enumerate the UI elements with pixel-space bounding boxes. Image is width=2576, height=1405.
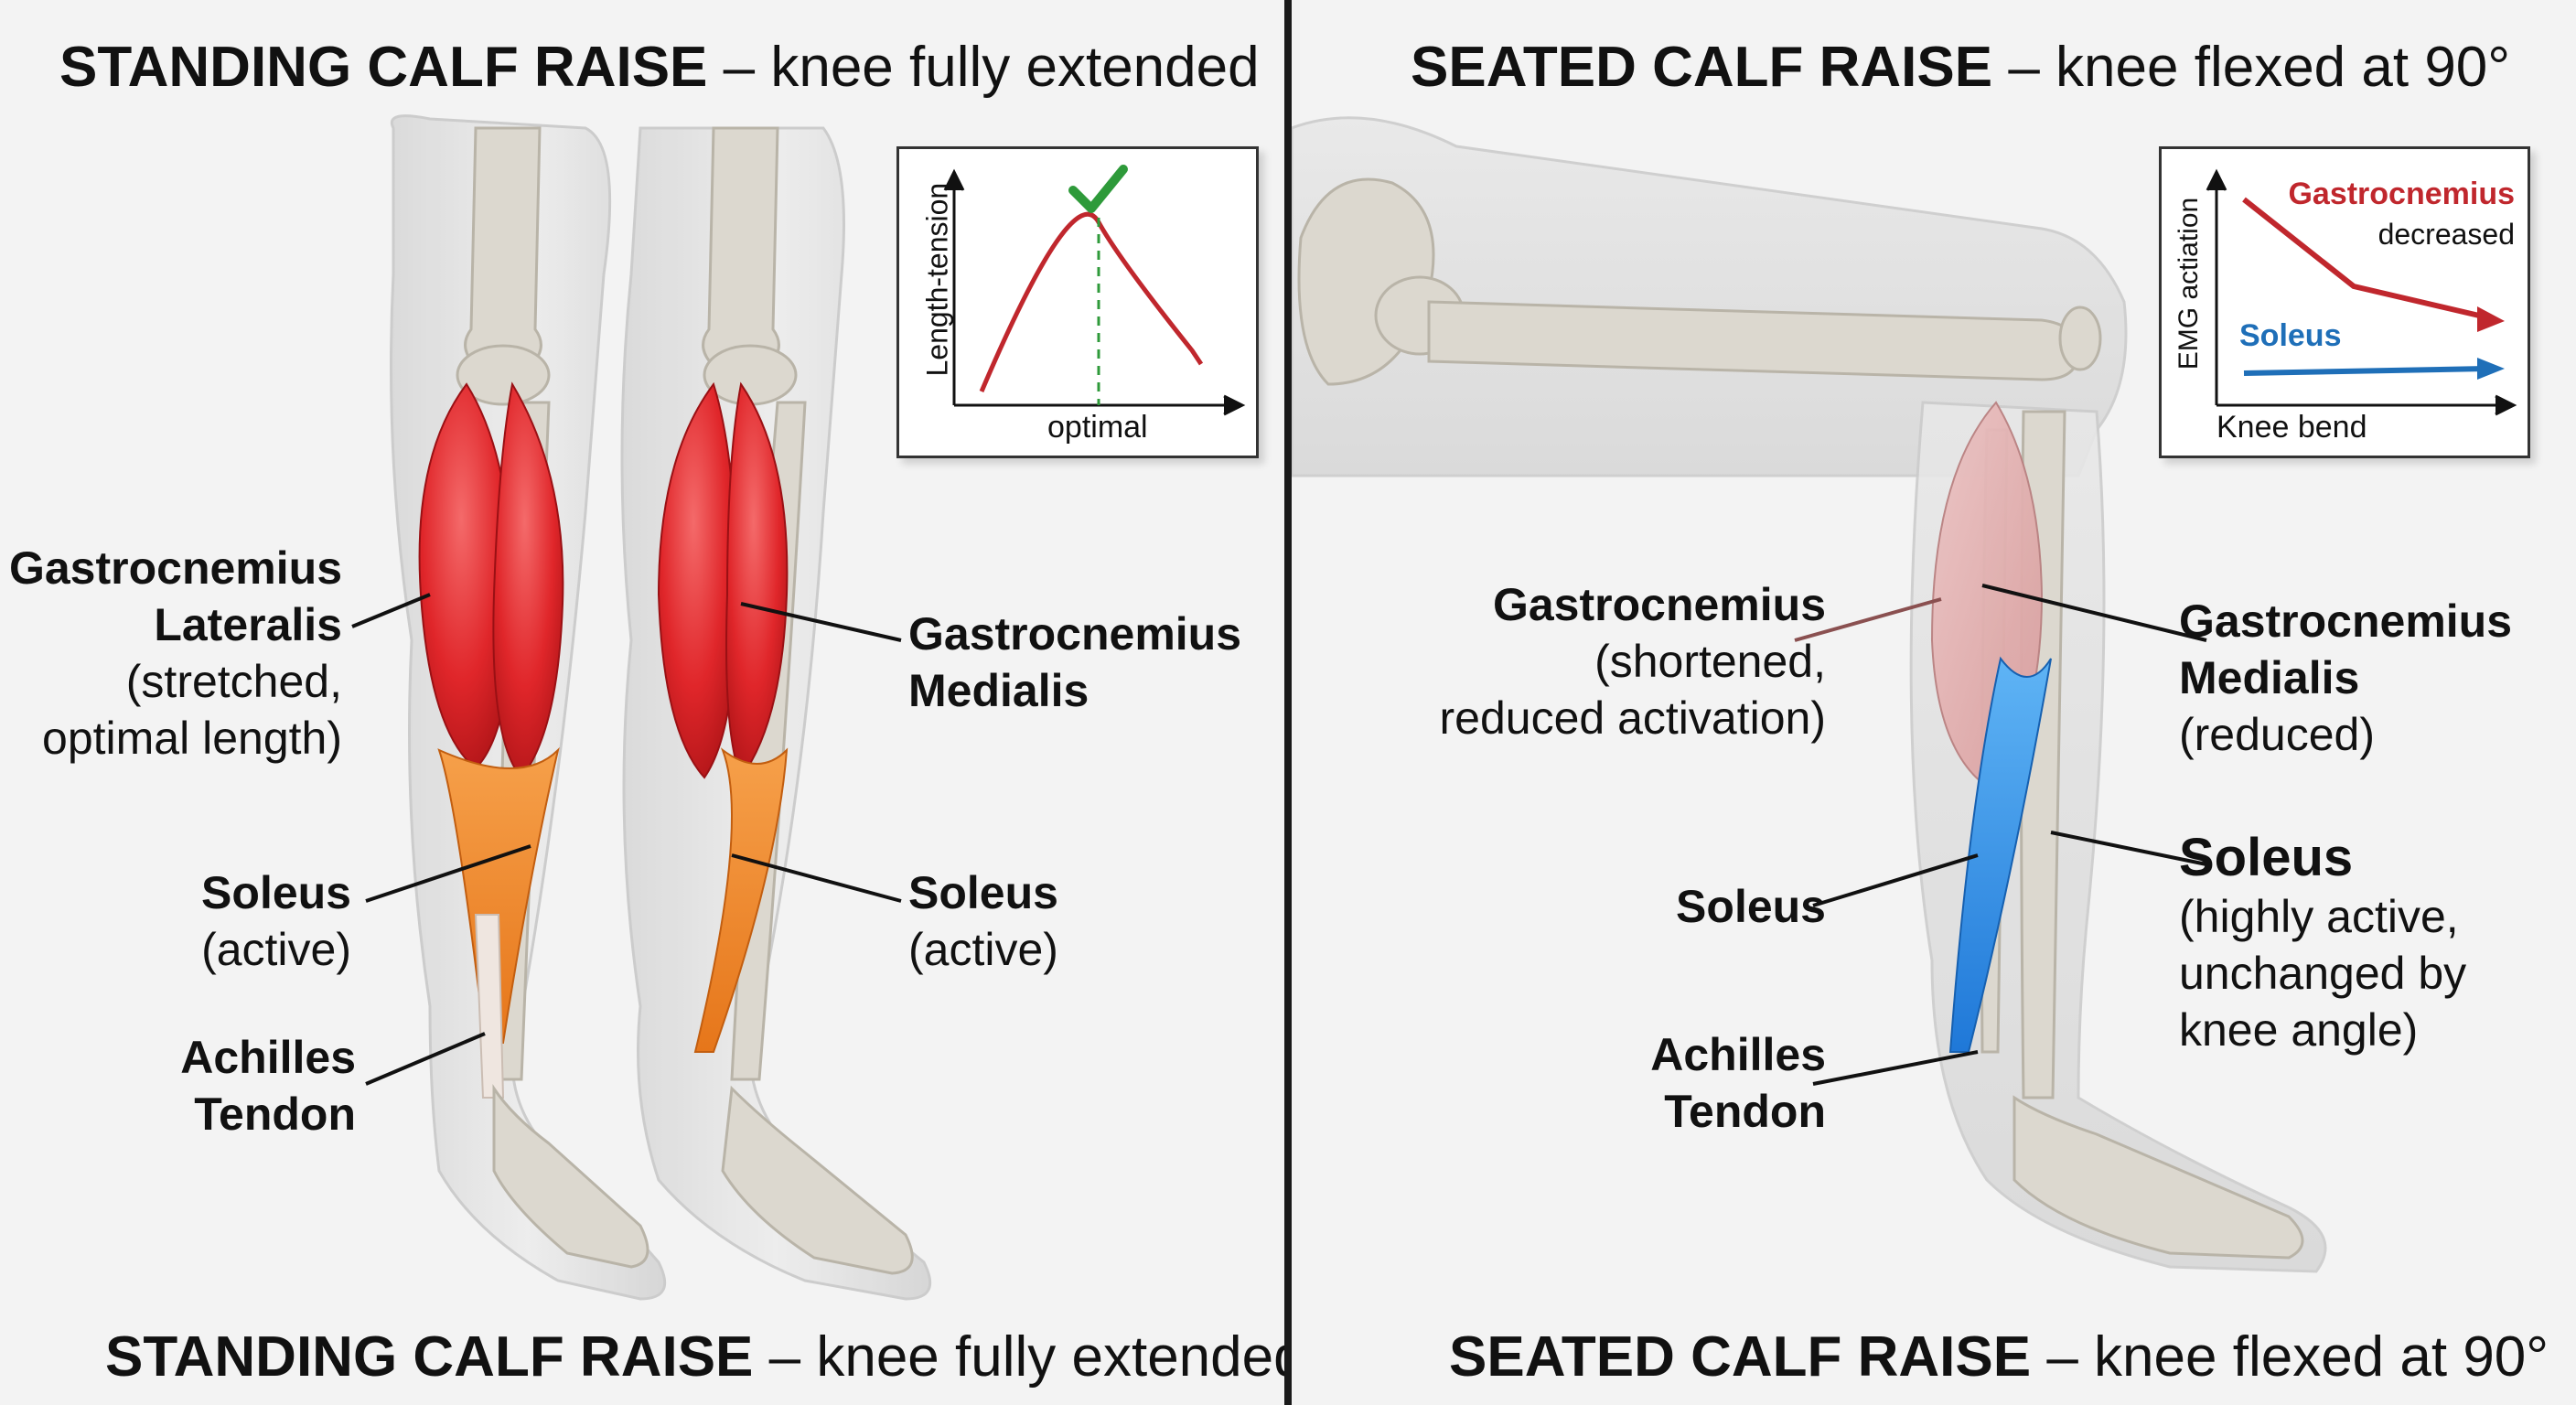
lt-curve xyxy=(982,214,1201,391)
standing-title: STANDING CALF RAISE – knee fully extende… xyxy=(59,35,1260,100)
seated-gastroc-note-1: (shortened, xyxy=(1440,633,1826,690)
standing-title-bold: STANDING CALF RAISE xyxy=(59,36,707,99)
right-femur xyxy=(703,128,779,366)
label-gastroc-lateralis: Gastrocnemius Lateralis (stretched, opti… xyxy=(9,540,342,767)
seated-gastroc-medialis-name-2: Medialis xyxy=(2179,649,2512,706)
seated-foot-bones xyxy=(2014,1098,2302,1258)
seated-achilles-name-2: Tendon xyxy=(1650,1083,1826,1140)
emg-series-gastroc: Gastrocnemius xyxy=(2288,177,2515,212)
emg-series-soleus: Soleus xyxy=(2239,318,2341,354)
label-seated-soleus-left: Soleus xyxy=(1676,878,1826,935)
standing-footer-rest: – knee fully extended xyxy=(753,1325,1284,1389)
check-icon xyxy=(1073,169,1123,209)
patella xyxy=(2060,307,2100,370)
standing-footer: STANDING CALF RAISE – knee fully extende… xyxy=(105,1325,1284,1389)
emg-x-arrow xyxy=(2496,396,2514,414)
seated-gastroc-note-2: reduced activation) xyxy=(1440,690,1826,746)
soleus-left-note: (active) xyxy=(201,921,351,978)
soleus-left-name: Soleus xyxy=(201,864,351,921)
seated-achilles-name-1: Achilles xyxy=(1650,1026,1826,1083)
seated-soleus-left-name: Soleus xyxy=(1676,878,1826,935)
panel-divider xyxy=(1284,0,1292,1405)
soleus-right-name: Soleus xyxy=(908,864,1058,921)
label-seated-gastroc: Gastrocnemius (shortened, reduced activa… xyxy=(1440,576,1826,746)
emg-y-arrow xyxy=(2207,172,2226,190)
seated-soleus-right-name: Soleus xyxy=(2179,828,2466,888)
seated-gastroc-name: Gastrocnemius xyxy=(1440,576,1826,633)
seated-panel: EMG actiation Knee bend Gastrocnemius de… xyxy=(1292,0,2576,1405)
label-achilles-left: Achilles Tendon xyxy=(180,1029,356,1142)
label-seated-achilles: Achilles Tendon xyxy=(1650,1026,1826,1140)
lt-ylabel: Length-tension xyxy=(921,194,955,377)
achilles-left-name-2: Tendon xyxy=(180,1086,356,1142)
seated-title: SEATED CALF RAISE – knee flexed at 90° xyxy=(1411,35,2510,100)
seated-footer-bold: SEATED CALF RAISE xyxy=(1449,1325,2031,1389)
seated-soleus-right-note-2: unchanged by xyxy=(2179,945,2466,1002)
achilles-left-name-1: Achilles xyxy=(180,1029,356,1086)
gastroc-lateralis-note-2: optimal length) xyxy=(9,710,342,767)
lt-x-arrow xyxy=(1224,396,1242,414)
seated-soleus-right-note-1: (highly active, xyxy=(2179,888,2466,945)
gastroc-medialis-name-2: Medialis xyxy=(908,662,1241,719)
seated-footer-rest: – knee flexed at 90° xyxy=(2031,1325,2549,1389)
lt-xlabel: optimal xyxy=(1047,410,1148,445)
left-femur xyxy=(466,128,542,366)
seated-gastroc-medialis-note: (reduced) xyxy=(2179,706,2512,763)
soleus-right-note: (active) xyxy=(908,921,1058,978)
emg-gastroc-arrowhead xyxy=(2477,306,2505,332)
label-seated-gastroc-medialis: Gastrocnemius Medialis (reduced) xyxy=(2179,593,2512,763)
emg-series-gastroc-note: decreased xyxy=(2378,218,2515,252)
length-tension-inset: Length-tension optimal xyxy=(896,146,1259,458)
standing-footer-bold: STANDING CALF RAISE xyxy=(105,1325,753,1389)
emg-xlabel: Knee bend xyxy=(2216,410,2367,445)
label-soleus-left: Soleus (active) xyxy=(201,864,351,978)
seated-title-rest: – knee flexed at 90° xyxy=(1992,36,2510,99)
gastroc-lateralis-name-1: Gastrocnemius xyxy=(9,540,342,596)
label-seated-soleus-right: Soleus (highly active, unchanged by knee… xyxy=(2179,828,2466,1058)
seated-gastroc-medialis-name-1: Gastrocnemius xyxy=(2179,593,2512,649)
seated-footer: SEATED CALF RAISE – knee flexed at 90° xyxy=(1449,1325,2549,1389)
gastroc-medialis-name-1: Gastrocnemius xyxy=(908,606,1241,662)
seated-title-bold: SEATED CALF RAISE xyxy=(1411,36,1992,99)
emg-soleus-arrowhead xyxy=(2477,358,2505,380)
emg-inset: EMG actiation Knee bend Gastrocnemius de… xyxy=(2159,146,2530,458)
gastroc-lateralis-name-2: Lateralis xyxy=(9,596,342,653)
gastroc-lateralis-note-1: (stretched, xyxy=(9,653,342,710)
label-soleus-right: Soleus (active) xyxy=(908,864,1058,978)
seated-soleus-right-note-3: knee angle) xyxy=(2179,1002,2466,1058)
standing-title-rest: – knee fully extended xyxy=(707,36,1259,99)
label-gastroc-medialis: Gastrocnemius Medialis xyxy=(908,606,1241,719)
standing-panel: Length-tension optimal STANDING CALF RAI… xyxy=(0,0,1284,1405)
emg-ylabel: EMG actiation xyxy=(2174,192,2205,375)
emg-soleus-line xyxy=(2244,369,2486,373)
